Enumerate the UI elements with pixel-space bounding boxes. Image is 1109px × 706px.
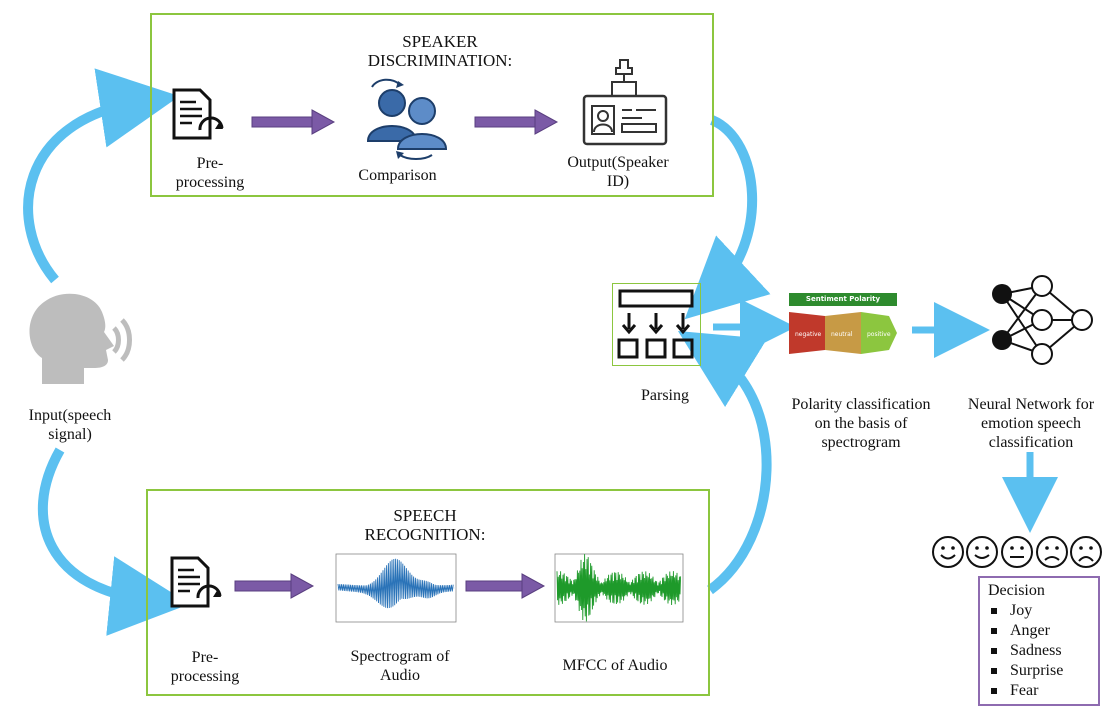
document-refresh-icon <box>170 556 222 608</box>
segment-neutral-label: neutral <box>831 331 853 338</box>
speaker-title-line1: SPEAKER <box>402 32 478 51</box>
neutral-face-icon <box>1001 536 1033 568</box>
emotion-faces <box>932 536 1102 568</box>
spectrogram-line2: Audio <box>380 667 420 684</box>
mfcc-plot <box>554 553 684 623</box>
sad-face-icon <box>1036 536 1068 568</box>
polarity-segments: negative neutral positive <box>789 312 897 354</box>
segment-negative-label: negative <box>795 331 822 338</box>
speech-preprocessing-line1: Pre- <box>191 649 219 666</box>
decision-item-surprise: Surprise <box>988 661 1090 681</box>
speaker-preprocessing-line2: processing <box>175 174 245 191</box>
arrow-preprocessing-to-spectrogram <box>234 573 315 599</box>
comparison-label: Comparison <box>358 167 437 184</box>
curve-arrow-speech-to-parsing <box>677 330 772 595</box>
speech-title-line1: SPEECH <box>393 506 457 525</box>
output-line1: Output(Speaker <box>567 154 669 171</box>
mfcc-label: MFCC of Audio <box>562 657 668 674</box>
speaker-discrimination-title: SPEAKER DISCRIMINATION: <box>340 32 540 70</box>
curve-arrow-input-to-speaker <box>23 68 180 284</box>
decision-box: Decision Joy Anger Sadness Surprise Fear <box>978 576 1100 706</box>
speaker-preprocessing-line1: Pre- <box>196 155 224 172</box>
users-comparison-icon <box>366 78 448 160</box>
decision-item-joy: Joy <box>988 601 1090 621</box>
parsing-icon <box>617 289 694 359</box>
arrow-comparison-to-output <box>474 109 559 135</box>
speech-recognition-title: SPEECH RECOGNITION: <box>340 506 510 544</box>
input-speech-signal-label: Input(speech signal) <box>10 406 130 444</box>
decision-title: Decision <box>988 582 1045 599</box>
input-line2: signal) <box>48 426 92 443</box>
arrow-spectrogram-to-mfcc <box>465 573 546 599</box>
nn-line1: Neural Network for <box>967 396 1095 413</box>
spectrogram-line1: Spectrogram of <box>350 648 450 665</box>
speech-title-line2: RECOGNITION: <box>364 525 486 544</box>
polarity-line1: Polarity classification <box>791 396 931 413</box>
speaker-discrimination-box <box>150 13 714 197</box>
nn-line2: emotion speech <box>981 415 1081 432</box>
parsing-label: Parsing <box>641 387 689 404</box>
speech-recognition-box <box>146 489 710 696</box>
polarity-line2: on the basis of <box>814 415 908 432</box>
speaking-head-icon <box>29 293 132 384</box>
segment-positive-label: positive <box>867 331 891 338</box>
frown-face-icon <box>1070 536 1102 568</box>
decision-item-anger: Anger <box>988 621 1090 641</box>
id-badge-icon <box>582 59 668 146</box>
decision-item-sadness: Sadness <box>988 641 1090 661</box>
speech-preprocessing-label: Pre- processing <box>155 648 255 686</box>
smile-face-icon <box>966 536 998 568</box>
neural-network-icon <box>992 275 1093 365</box>
neural-network-label: Neural Network for emotion speech classi… <box>955 395 1107 452</box>
output-speaker-id-label: Output(Speaker ID) <box>548 153 688 191</box>
input-line1: Input(speech <box>28 407 112 424</box>
polarity-line3: spectrogram <box>821 434 901 451</box>
speaker-title-line2: DISCRIMINATION: <box>367 51 513 70</box>
decision-item-fear: Fear <box>988 681 1090 701</box>
parsing-icon-box <box>612 283 701 366</box>
polarity-classification-label: Polarity classification on the basis of … <box>776 395 946 452</box>
sentiment-polarity-header: Sentiment Polarity Classification <box>789 293 897 316</box>
arrow-preprocessing-to-comparison <box>251 109 336 135</box>
spectrogram-label: Spectrogram of Audio <box>330 647 470 685</box>
decision-list: Joy Anger Sadness Surprise Fear <box>988 601 1090 701</box>
curve-arrow-speaker-to-parsing <box>684 115 771 320</box>
speech-preprocessing-line2: processing <box>170 668 240 685</box>
nn-line3: classification <box>988 434 1074 451</box>
output-line2: ID) <box>606 173 630 190</box>
document-refresh-icon <box>172 88 224 140</box>
spectrogram-plot <box>335 553 457 623</box>
curve-arrow-input-to-speech <box>37 447 190 636</box>
speaker-preprocessing-label: Pre- processing <box>160 154 260 192</box>
happy-face-icon <box>932 536 964 568</box>
